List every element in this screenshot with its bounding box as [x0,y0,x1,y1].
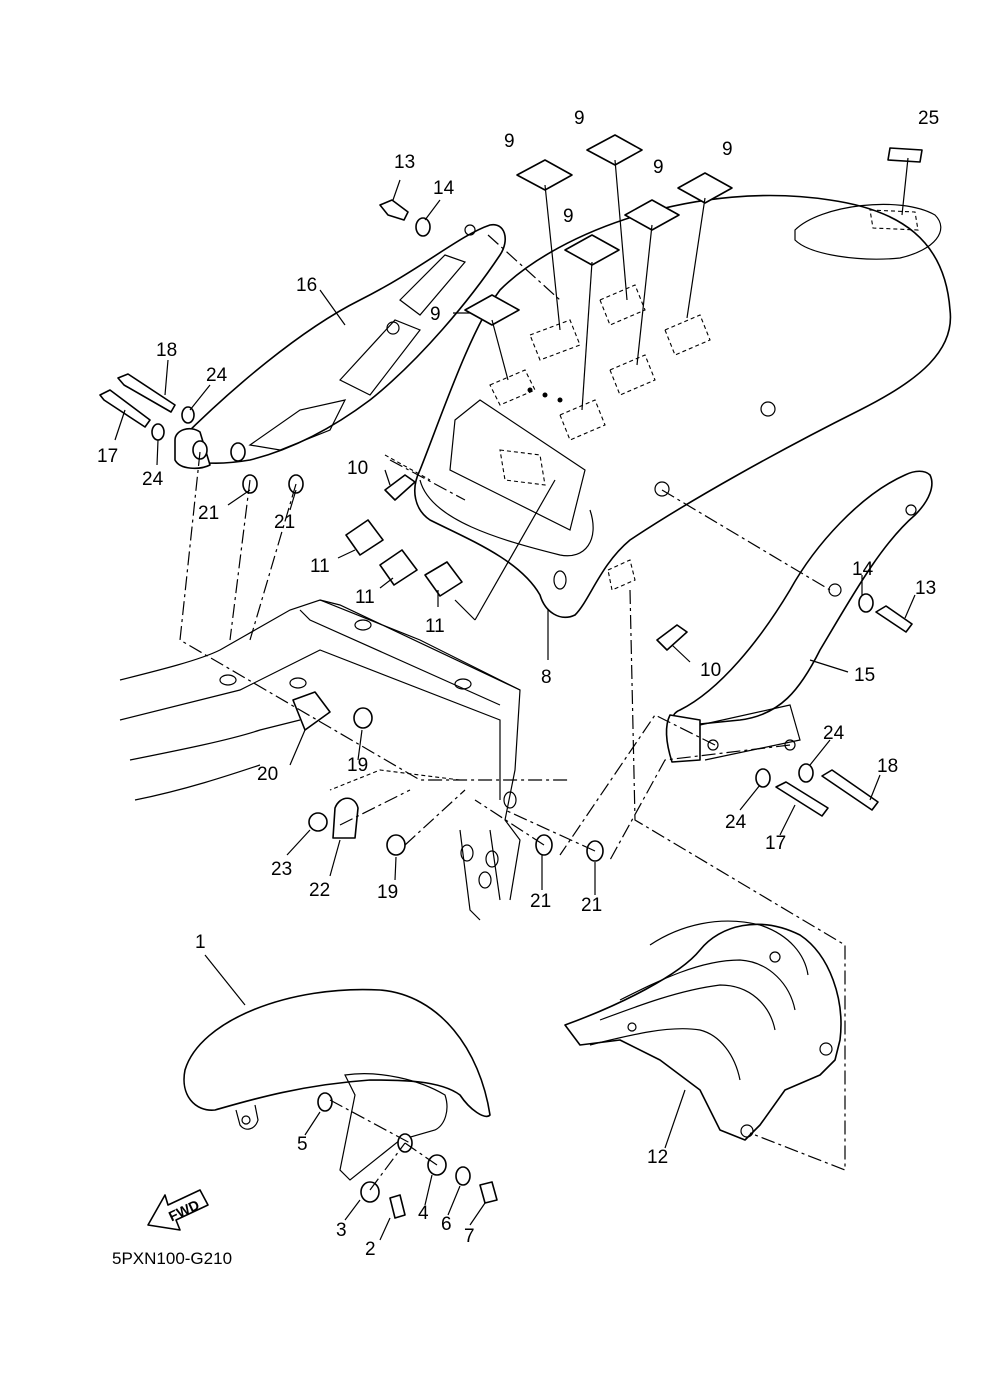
grommet-3 [360,1181,380,1203]
callout-24d: 24 [725,812,747,833]
callout-25: 25 [918,108,939,129]
callout-10b: 10 [700,660,721,681]
callout-24c: 24 [823,723,845,744]
callout-8: 8 [541,667,552,688]
bracket-22 [332,797,359,839]
callout-11a: 11 [310,556,330,577]
side-stay-right [665,470,933,763]
collar-19-upper [353,707,373,729]
bolt-7 [479,1181,498,1204]
washer-14-upper [415,217,431,237]
callout-9f: 9 [430,304,441,325]
callout-21a: 21 [198,503,219,524]
callout-7: 7 [464,1226,475,1247]
washer-14-right [858,593,874,613]
callout-11c: 11 [425,616,445,637]
callout-9e: 9 [722,139,733,160]
clip-10-upper [384,474,416,501]
callout-4: 4 [418,1203,429,1224]
frame [119,599,521,921]
callout-12: 12 [647,1147,668,1168]
callout-9c: 9 [653,157,664,178]
washer-6 [455,1166,471,1186]
washer-24-right-b [755,768,771,788]
bolt-13-right [875,605,913,633]
emblem-25 [887,147,923,163]
callout-22: 22 [309,880,330,901]
callout-20: 20 [257,764,278,785]
washer-24-left-b [151,423,165,441]
diagram-code: 5PXN100-G210 [112,1249,232,1268]
inner-rear-fender [564,920,842,1141]
callout-13b: 13 [915,578,936,599]
pad-9-e [677,172,733,204]
callout-21d: 21 [581,895,602,916]
clip-10-lower [656,624,688,651]
bolt-18-left [117,373,176,413]
callout-21c: 21 [530,891,551,912]
callout-17b: 17 [765,833,786,854]
callout-14b: 14 [852,559,874,580]
callout-17a: 17 [97,446,118,467]
bolt-17-right [775,781,829,817]
callout-1: 1 [195,932,206,953]
bolt-2 [389,1194,406,1219]
callout-9a: 9 [504,131,515,152]
callout-19b: 19 [377,882,398,903]
front-fender [183,988,491,1181]
fwd-arrow-icon: FWD [147,1189,209,1231]
pad-9-a [516,159,573,191]
callout-9d: 9 [563,206,574,227]
assembly-lines [179,234,846,1191]
nut-23 [308,812,328,832]
bolt-17-left [99,389,151,428]
callout-5: 5 [297,1134,308,1155]
callout-19a: 19 [347,755,368,776]
callout-24a: 24 [206,365,228,386]
callout-2: 2 [365,1239,376,1260]
callout-16: 16 [296,275,317,296]
fwd-label: FWD [166,1196,202,1224]
pad-9-c [624,199,680,231]
callout-21b: 21 [274,512,295,533]
pad-9-f [464,294,520,326]
collar-19-lower [386,834,406,856]
nut-20 [292,691,331,731]
callout-13a: 13 [394,152,415,173]
pad-11-c [424,561,463,597]
washer-24-right-a [798,763,814,783]
pad-11-b [379,549,418,586]
leaders [114,157,916,1241]
callout-24b: 24 [142,469,164,490]
bolt-13-upper [379,199,409,221]
callout-14a: 14 [433,178,455,199]
callout-18a: 18 [156,340,177,361]
pad-11-a [345,519,384,556]
rear-fender [414,194,952,619]
callout-3: 3 [336,1220,347,1241]
callout-10a: 10 [347,458,368,479]
callout-11b: 11 [355,587,375,608]
callout-23: 23 [271,859,292,880]
callouts: 1 2 3 4 5 6 7 8 9 9 9 9 9 9 10 10 11 11 … [97,108,939,1260]
washer-24-left-a [181,406,195,424]
callout-18b: 18 [877,756,898,777]
collar-5 [317,1092,333,1112]
callout-15: 15 [854,665,875,686]
callout-9b: 9 [574,108,585,129]
pad-9-d [564,234,620,266]
pad-9-b [586,134,643,166]
callout-6: 6 [441,1214,452,1235]
bolt-18-right [821,769,879,811]
